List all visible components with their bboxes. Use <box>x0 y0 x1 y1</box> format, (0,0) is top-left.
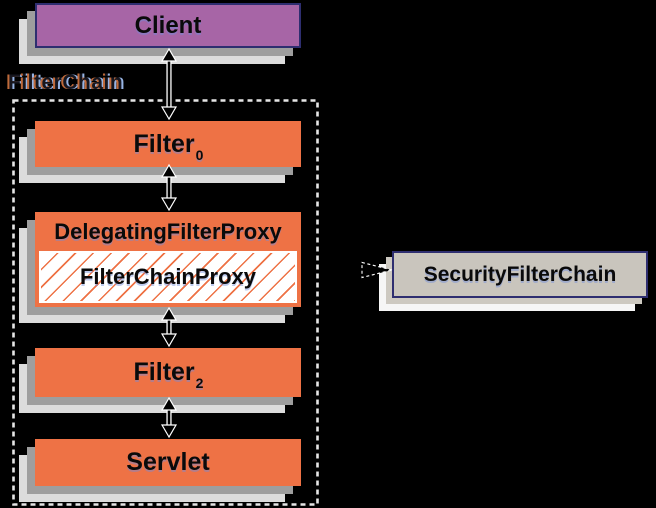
filter0-label: Filter0 <box>133 129 204 163</box>
delegating-filter-proxy-title: DelegatingFilterProxy <box>35 212 301 251</box>
security-filter-chain-node: SecurityFilterChain <box>392 251 648 298</box>
filter0-label-text: Filter <box>133 129 195 158</box>
arrowhead-down <box>160 106 178 121</box>
filter2-label-text: Filter <box>133 358 195 386</box>
arrowhead-down <box>160 333 178 348</box>
servlet-node: Servlet <box>35 439 301 486</box>
delegating-filter-proxy-node: DelegatingFilterProxy FilterChainProxy <box>35 212 301 307</box>
servlet-label: Servlet <box>126 448 210 476</box>
delegating-filter-proxy-label: DelegatingFilterProxy <box>54 218 282 244</box>
filter0-node: Filter0 <box>35 121 301 167</box>
filterchain-group-label: FilterChain <box>8 71 124 94</box>
client-label: Client <box>134 11 202 39</box>
filter2-subscript: 2 <box>195 375 204 391</box>
filter-chain-proxy-label: FilterChainProxy <box>79 264 257 289</box>
security-filter-chain-label: SecurityFilterChain <box>423 262 617 286</box>
arrowhead-down <box>160 197 178 212</box>
filter-chain-proxy-node: FilterChainProxy <box>39 251 297 303</box>
arrowhead-down <box>160 424 178 439</box>
filter0-subscript: 0 <box>195 146 204 163</box>
filter2-label: Filter2 <box>133 358 204 391</box>
client-node: Client <box>35 3 301 48</box>
filter2-node: Filter2 <box>35 348 301 397</box>
